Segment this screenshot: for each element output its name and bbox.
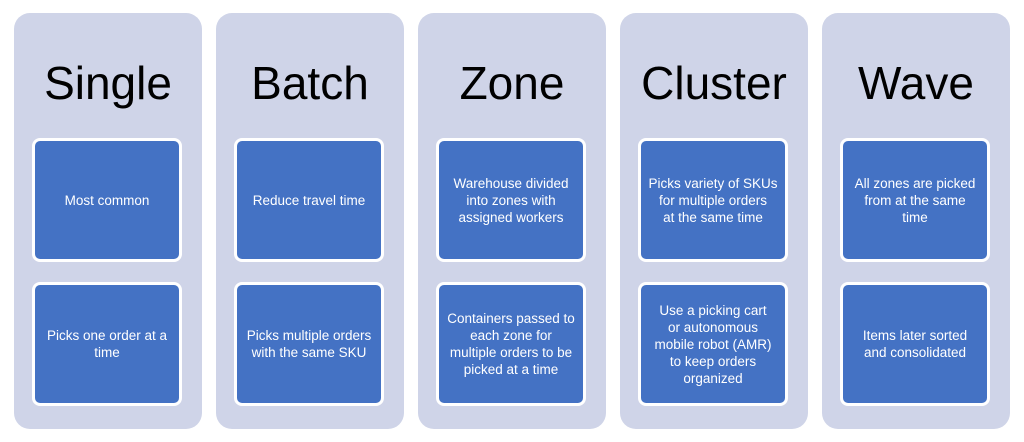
column-wave: Wave All zones are picked from at the sa… [822, 13, 1010, 429]
column-cluster: Cluster Picks variety of SKUs for multip… [620, 13, 808, 429]
column-title: Batch [251, 57, 369, 109]
column-batch: Batch Reduce travel time Picks multiple … [216, 13, 404, 429]
column-title: Zone [459, 57, 565, 109]
card-bottom: Picks multiple orders with the same SKU [234, 282, 384, 406]
card-bottom: Containers passed to each zone for multi… [436, 282, 586, 406]
card-bottom: Items later sorted and consolidated [840, 282, 990, 406]
card-top: Warehouse divided into zones with assign… [436, 138, 586, 262]
card-top: Reduce travel time [234, 138, 384, 262]
column-single: Single Most common Picks one order at a … [14, 13, 202, 429]
card-bottom: Use a picking cart or autonomous mobile … [638, 282, 788, 406]
card-top: Picks variety of SKUs for multiple order… [638, 138, 788, 262]
column-title: Single [44, 57, 172, 109]
column-zone: Zone Warehouse divided into zones with a… [418, 13, 606, 429]
card-bottom: Picks one order at a time [32, 282, 182, 406]
card-top: All zones are picked from at the same ti… [840, 138, 990, 262]
card-top: Most common [32, 138, 182, 262]
column-title: Cluster [641, 57, 787, 109]
column-title: Wave [858, 57, 974, 109]
